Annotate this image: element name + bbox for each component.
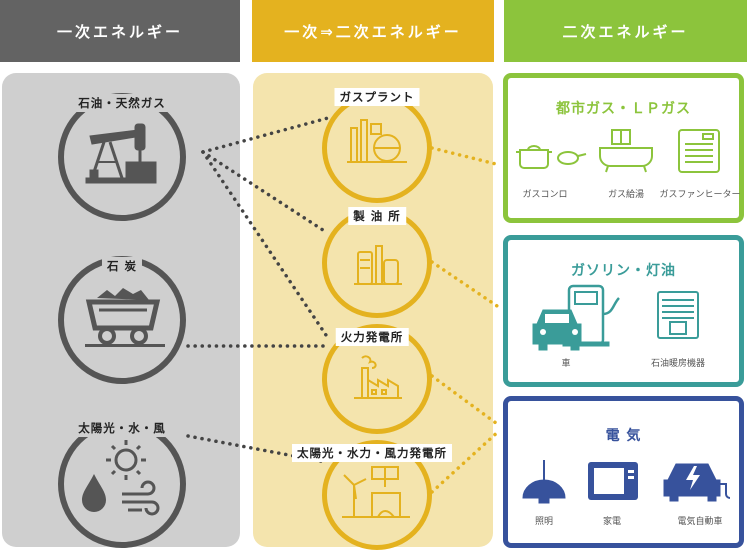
link-oil-gasplant [201,116,330,154]
coal-label: 石 炭 [101,257,143,275]
gas-plant-icon [347,119,407,163]
gas-stove-caption: ガスコンロ [522,190,568,200]
thermal-plant-icon [354,355,402,399]
oil-gas-label: 石油・天然ガス [73,94,171,112]
thermal-plant-label: 火力発電所 [335,328,409,346]
car-fuel-pump-icon [532,284,620,351]
renewable-plant-icon [342,466,410,518]
coal-cart-icon [85,288,165,347]
gas-stove-icon [516,145,587,169]
lamp-icon [522,460,566,504]
link-thermal-electric [430,374,502,428]
link-renewable-renewableplant [186,434,328,464]
refinery-label: 製 油 所 [348,207,406,225]
link-renewableplant-electric [430,428,502,494]
link-oil-thermal [201,150,330,340]
refinery-icon [354,245,402,285]
sun-water-wind-icon [82,440,160,516]
oil-heater-icon [657,291,699,339]
link-oil-refinery [201,150,328,234]
bathtub-icon [599,129,653,173]
fuel-product-title: ガソリン・灯油 [571,263,676,279]
link-refinery-fuel [430,260,502,310]
bathtub-caption: ガス給湯 [607,190,645,200]
renewable-plant-label: 太陽光・水力・風力発電所 [292,444,452,462]
renewable-circle [58,420,186,548]
lamp-caption: 照明 [534,517,554,527]
microwave-caption: 家電 [602,517,622,527]
fan-heater-icon [678,129,720,173]
gas-product-title: 都市ガス・ＬＰガス [556,101,691,117]
renewable-label: 太陽光・水・風 [73,419,171,437]
oil-heater-caption: 石油暖房機器 [650,359,706,369]
header-secondary-energy: 二次エネルギー [504,0,747,62]
gas-plant-label: ガスプラント [334,88,420,106]
fan-heater-caption: ガスファンヒーター [659,190,741,200]
oil-gas-circle [58,93,186,221]
microwave-icon [588,462,638,500]
electric-car-icon [663,463,731,502]
car-caption: 車 [561,359,571,369]
header-conversion: 一次⇒二次エネルギー [252,0,494,62]
link-gasplant-gas [430,146,502,167]
electric-car-caption: 電気自動車 [677,517,723,527]
electric-product-title: 電 気 [605,428,642,444]
header-primary-energy: 一次エネルギー [0,0,240,62]
oil-pump-icon [85,123,157,184]
